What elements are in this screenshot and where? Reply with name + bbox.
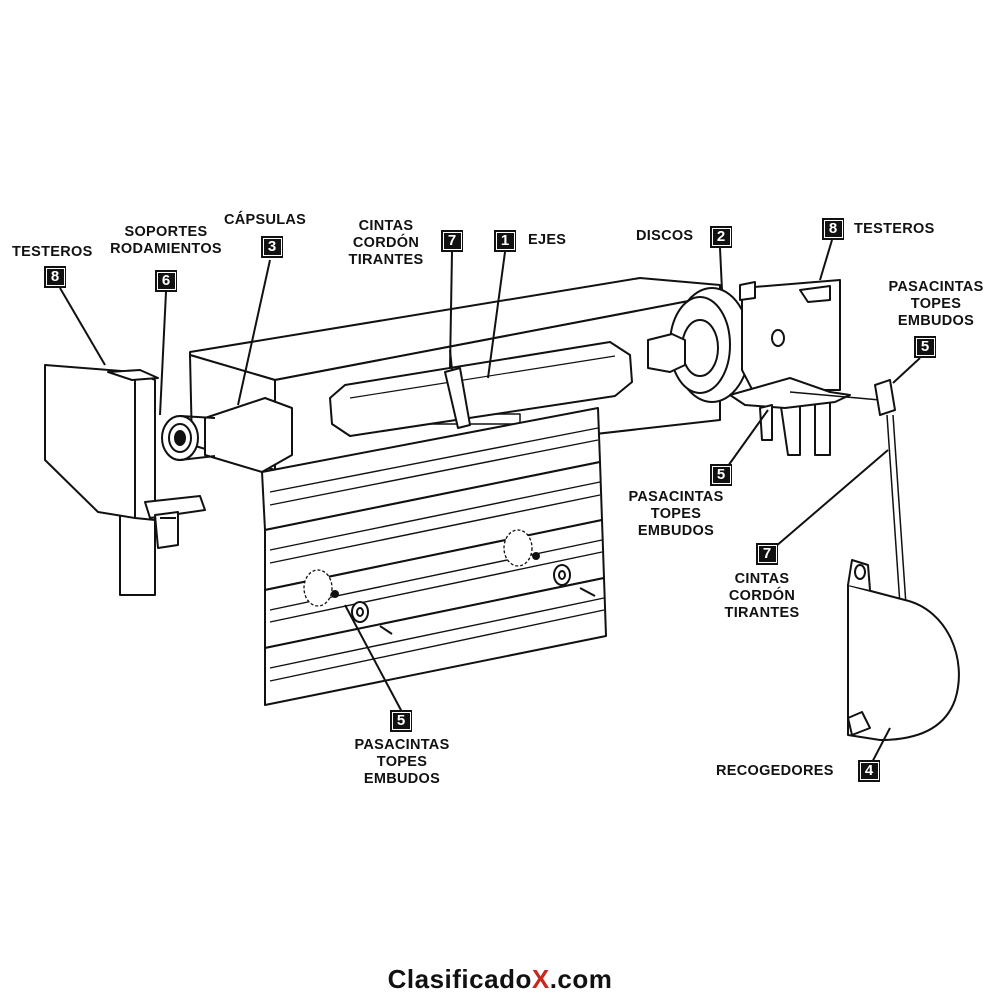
badge-ejes: 1 [494, 230, 516, 252]
brand-prefix: Clasificado [387, 964, 532, 994]
label-pasa-right-3: EMBUDOS [897, 313, 975, 329]
label-pasa-bottom-3: EMBUDOS [363, 771, 441, 787]
leader-lines [59, 239, 921, 771]
label-capsulas: CÁPSULAS [224, 212, 307, 228]
label-cintas-mid: CINTAS CORDÓN TIRANTES [712, 571, 812, 622]
label-cintas-mid-1: CINTAS [734, 571, 790, 587]
label-soportes: SOPORTES [124, 224, 208, 240]
badge-pasa-bottom: 5 [390, 710, 412, 732]
label-rodamientos: RODAMIENTOS [110, 241, 222, 257]
badge-capsulas: 3 [261, 236, 283, 258]
left-capsule [161, 397, 293, 473]
badge-pasa-right: 5 [914, 336, 936, 358]
label-recogedores: RECOGEDORES [716, 763, 834, 779]
badge-testeros-left: 8 [44, 266, 66, 288]
label-pasa-right-2: TOPES [910, 296, 962, 312]
badge-discos: 2 [710, 226, 732, 248]
label-pasa-mid-1: PASACINTAS [628, 489, 724, 505]
strap-guide [789, 379, 907, 606]
badge-recogedores: 4 [858, 760, 880, 782]
label-pasa-right-1: PASACINTAS [888, 279, 984, 295]
brand-watermark: ClasificadoX.com [0, 964, 1000, 995]
label-pasa-bottom-2: TOPES [376, 754, 428, 770]
right-end-plate [729, 279, 851, 456]
label-cintas-top-1: CINTAS [358, 218, 414, 234]
disc [647, 287, 751, 403]
label-cintas-top-3: TIRANTES [348, 252, 424, 268]
badge-cintas-top: 7 [441, 230, 463, 252]
label-cintas-mid-2: CORDÓN [728, 588, 796, 604]
badge-testeros-right: 8 [822, 218, 844, 240]
label-pasa-mid-2: TOPES [650, 506, 702, 522]
label-pasa-mid-3: EMBUDOS [637, 523, 715, 539]
label-discos: DISCOS [636, 228, 694, 244]
label-ejes: EJES [528, 232, 567, 248]
label-pasacintas-right: PASACINTAS TOPES EMBUDOS [878, 279, 994, 330]
label-testeros-left: TESTEROS [12, 244, 93, 260]
label-pasacintas-mid: PASACINTAS TOPES EMBUDOS [616, 489, 736, 540]
left-end-plate [44, 364, 206, 596]
label-cintas-mid-3: TIRANTES [724, 605, 800, 621]
label-cintas-top-2: CORDÓN [352, 235, 420, 251]
badge-soportes: 6 [155, 270, 177, 292]
badge-cintas-mid: 7 [756, 543, 778, 565]
brand-x: X [531, 964, 550, 994]
brand-suffix: .com [549, 964, 613, 994]
strap-winder [847, 559, 960, 741]
label-cintas-top: CINTAS CORDÓN TIRANTES [336, 218, 436, 269]
octagonal-axle [329, 341, 633, 437]
label-pasa-bottom-1: PASACINTAS [354, 737, 450, 753]
label-testeros-right: TESTEROS [854, 221, 935, 237]
badge-pasa-mid: 5 [710, 464, 732, 486]
label-soportes-rodamientos: SOPORTES RODAMIENTOS [106, 224, 226, 258]
slat-stoppers [303, 529, 596, 635]
shutter-slats [261, 407, 607, 706]
label-pasacintas-bottom: PASACINTAS TOPES EMBUDOS [342, 737, 462, 788]
